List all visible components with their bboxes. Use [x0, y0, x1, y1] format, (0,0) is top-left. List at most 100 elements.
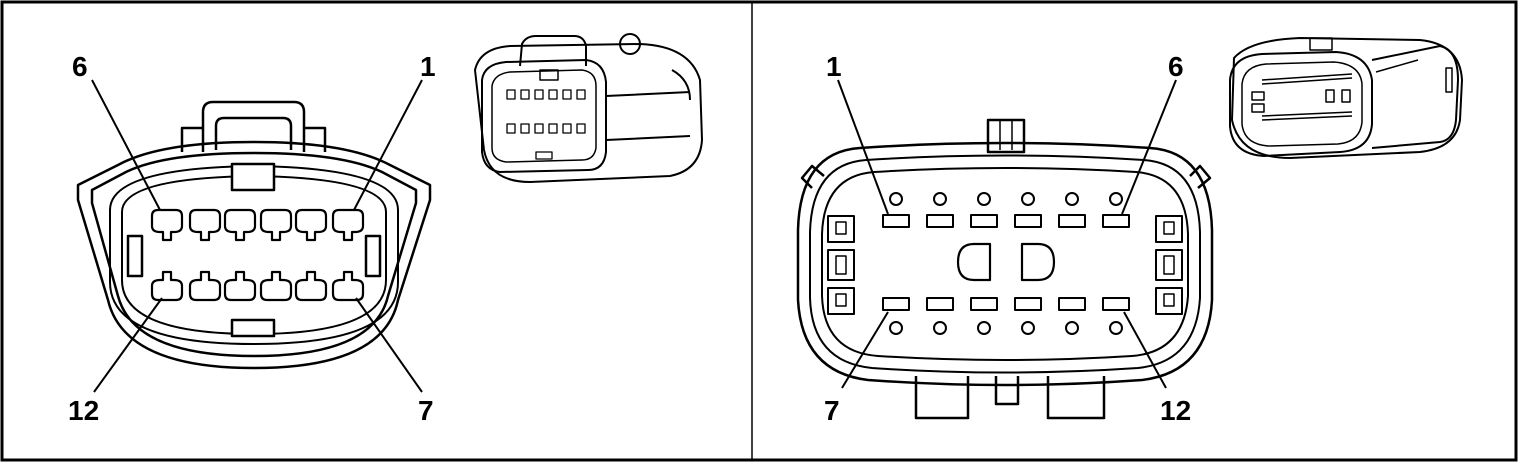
right-persp-side-slot [1445, 67, 1453, 93]
right-label-pin-6: 6 [1168, 51, 1184, 82]
left-persp-cavities [506, 89, 586, 134]
left-label-pin-1: 1 [420, 51, 436, 82]
right-pin-hole-4 [1021, 192, 1035, 206]
left-leader-6 [91, 79, 161, 211]
left-label-pin-7: 7 [418, 395, 434, 426]
left-persp-face-inner [491, 69, 597, 163]
left-persp-boss [619, 33, 641, 55]
left-persp-key [535, 151, 553, 160]
right-foot-right [1046, 376, 1106, 420]
right-pin-hole-8 [933, 321, 947, 335]
left-latch-ear-right [304, 126, 327, 152]
right-pin-6 [1102, 214, 1130, 228]
left-connector-face [76, 79, 432, 393]
right-pin-hole-3 [977, 192, 991, 206]
right-persp-pins [1251, 73, 1353, 121]
left-label-pin-6: 6 [72, 51, 88, 82]
right-label-pin-7: 7 [824, 395, 840, 426]
right-foot-left [914, 376, 970, 420]
right-center-key-right [1020, 242, 1056, 282]
right-pins-row-bottom [882, 297, 1130, 335]
left-latch-inner [214, 116, 293, 150]
left-persp-body [474, 43, 703, 183]
left-top-key [230, 162, 276, 192]
right-pin-hole-5 [1065, 192, 1079, 206]
right-pin-5 [1058, 214, 1086, 228]
left-persp-latch [519, 35, 587, 67]
right-pin-10 [1014, 297, 1042, 311]
left-persp-latch-slot [539, 69, 559, 81]
right-side-latches-left [827, 215, 855, 315]
right-leader-7 [841, 311, 889, 389]
right-housing-inner [821, 167, 1189, 361]
left-housing-outer [76, 140, 432, 370]
left-cavity-10 [223, 270, 257, 302]
right-persp-face [1229, 51, 1373, 157]
right-pin-2 [926, 214, 954, 228]
left-bottom-key [230, 318, 276, 338]
left-cavity-11 [188, 270, 222, 302]
right-label-pin-1: 1 [826, 51, 842, 82]
right-top-tab [986, 118, 1026, 154]
right-label-pin-12: 12 [1160, 395, 1191, 426]
left-leader-lines [91, 79, 423, 393]
left-leader-1 [353, 79, 423, 211]
right-pin-hole-2 [933, 192, 947, 206]
right-pin-3 [970, 214, 998, 228]
left-label-pin-12: 12 [68, 395, 99, 426]
right-leader-1 [837, 79, 889, 215]
right-pin-7 [882, 297, 910, 311]
left-cavity-5 [188, 208, 222, 242]
right-pin-9 [970, 297, 998, 311]
right-pin-hole-11 [1065, 321, 1079, 335]
left-persp-side [605, 69, 691, 141]
right-pin-hole-9 [977, 321, 991, 335]
right-pin-hole-6 [1109, 192, 1123, 206]
right-pins-row-top [882, 192, 1130, 228]
left-cavity-1 [331, 208, 365, 242]
left-housing-seal [90, 151, 418, 358]
right-pin-12 [1102, 297, 1130, 311]
left-leader-12 [93, 297, 163, 393]
right-persp-top-tab [1309, 37, 1333, 51]
right-pin-11 [1058, 297, 1086, 311]
right-housing-outer [796, 141, 1214, 387]
left-housing-inner-1 [109, 165, 399, 345]
left-connector-perspective [474, 33, 703, 183]
right-leader-6 [1121, 79, 1177, 215]
left-cavity-8 [294, 270, 328, 302]
right-persp-face-inner [1241, 61, 1363, 147]
right-pin-4 [1014, 214, 1042, 228]
left-cavity-6 [150, 208, 184, 242]
right-pin-hole-10 [1021, 321, 1035, 335]
right-persp-body [1231, 37, 1463, 159]
left-cavities-row-bottom [150, 270, 365, 302]
right-connector-face [796, 79, 1214, 420]
left-latch-ear-left [180, 126, 203, 152]
left-latch-outer [201, 100, 306, 152]
right-persp-rear [1371, 45, 1459, 149]
left-leader-7 [355, 297, 423, 393]
right-connector-perspective [1229, 37, 1463, 159]
right-pin-hole-12 [1109, 321, 1123, 335]
right-pin-hole-1 [889, 192, 903, 206]
right-housing-seal [809, 154, 1201, 374]
right-foot-center [994, 376, 1020, 406]
left-side-slot-right [364, 234, 382, 278]
left-cavity-12 [150, 270, 184, 302]
right-center-key-left [956, 242, 992, 282]
right-leader-12 [1123, 311, 1167, 389]
left-cavities-row-top [150, 208, 365, 242]
left-persp-face [481, 59, 607, 173]
right-pin-hole-7 [889, 321, 903, 335]
right-persp-side-line [1375, 59, 1419, 73]
left-cavity-9 [259, 270, 293, 302]
right-leader-lines [837, 79, 1177, 389]
right-side-latches-right [1155, 215, 1183, 315]
left-cavity-4 [223, 208, 257, 242]
left-side-slot-left [126, 234, 144, 278]
left-housing-inner-2 [121, 175, 387, 335]
